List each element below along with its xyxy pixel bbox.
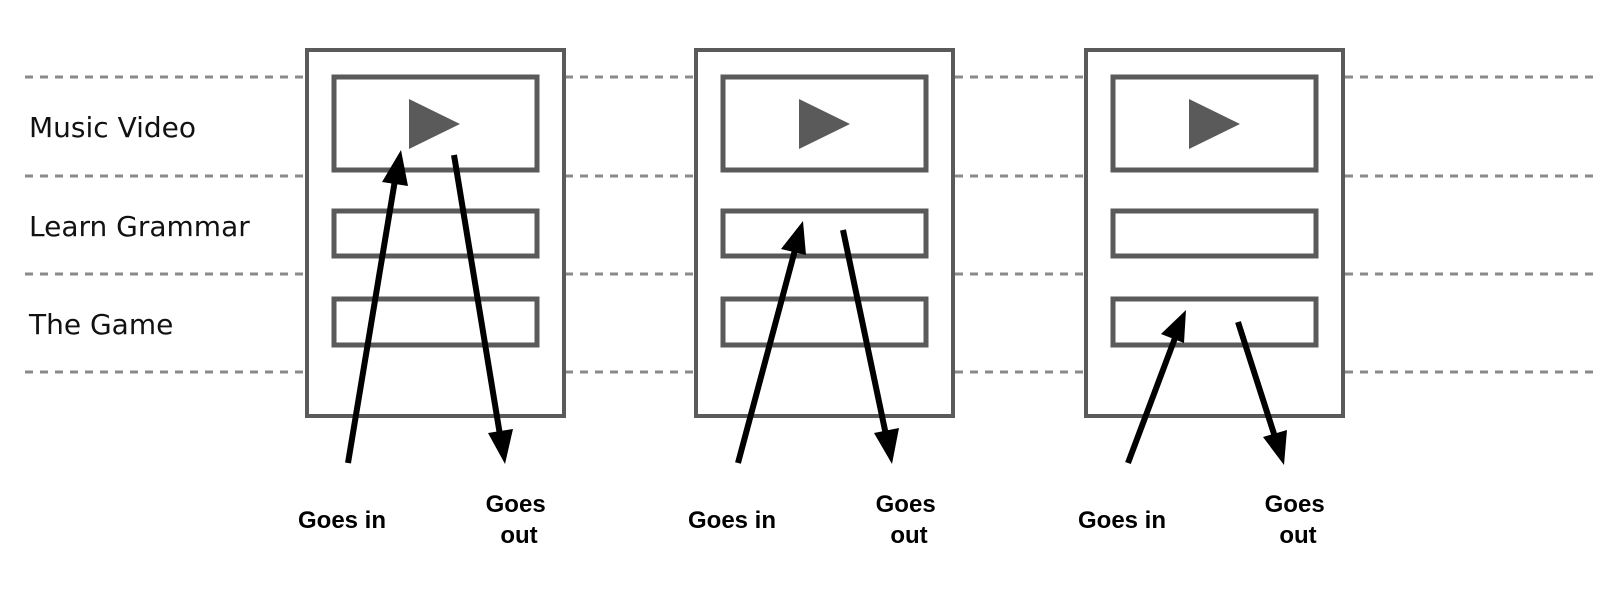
row-labels: Music Video Learn Grammar The Game xyxy=(28,111,250,341)
goes-out-line-2: out xyxy=(890,522,927,549)
panel-1: Goes in Goes out xyxy=(298,48,566,549)
arrow-up-icon xyxy=(345,150,408,464)
goes-out-label: Goes out xyxy=(1265,491,1332,549)
goes-in-label: Goes in xyxy=(298,507,386,534)
panel-2: Goes in Goes out xyxy=(688,48,955,549)
learn-grammar-slot xyxy=(331,208,540,259)
goes-out-line-1: Goes xyxy=(876,491,936,518)
goes-out-label: Goes out xyxy=(876,491,943,549)
goes-in-label: Goes in xyxy=(688,507,776,534)
play-icon xyxy=(409,99,460,149)
goes-out-line-1: Goes xyxy=(486,491,546,518)
the-game-slot xyxy=(331,296,540,348)
the-game-slot xyxy=(1110,296,1319,348)
row-label-music-video: Music Video xyxy=(29,111,196,144)
panel-3: Goes in Goes out xyxy=(1078,48,1345,549)
goes-out-line-1: Goes xyxy=(1265,491,1325,518)
goes-in-label: Goes in xyxy=(1078,507,1166,534)
row-label-learn-grammar: Learn Grammar xyxy=(29,210,250,243)
arrow-down-icon xyxy=(840,229,899,464)
learn-grammar-slot xyxy=(1110,208,1319,259)
music-video-slot xyxy=(1110,74,1319,173)
play-icon xyxy=(799,99,850,149)
goes-out-line-2: out xyxy=(500,522,537,549)
arrow-up-icon xyxy=(735,221,806,464)
arrow-down-icon xyxy=(1235,321,1287,465)
goes-out-line-2: out xyxy=(1279,522,1316,549)
the-game-slot xyxy=(720,296,929,348)
arrow-down-icon xyxy=(451,154,513,464)
play-icon xyxy=(1189,99,1240,149)
arrow-up-icon xyxy=(1125,310,1186,465)
row-label-the-game: The Game xyxy=(28,308,173,341)
goes-out-label: Goes out xyxy=(486,491,553,549)
learn-grammar-slot xyxy=(720,208,929,259)
